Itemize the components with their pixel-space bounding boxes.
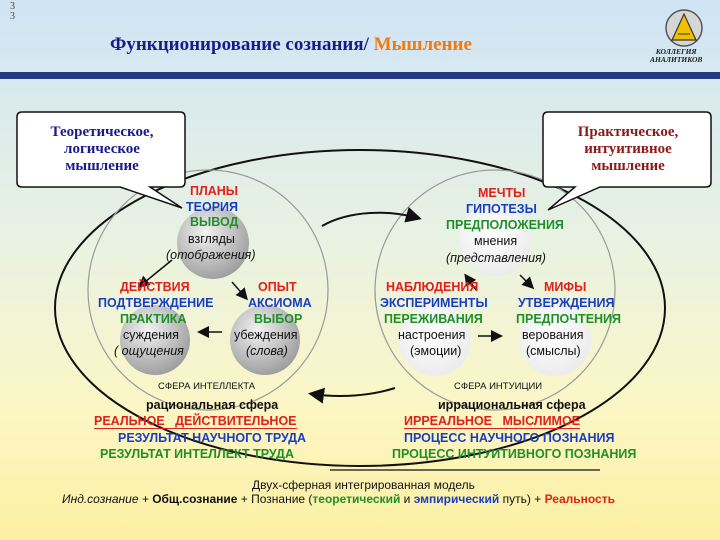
left-top-l2: ТЕОРИЯ: [186, 200, 239, 214]
right-sphere-label: СФЕРА ИНТУИЦИИ: [454, 381, 543, 392]
outer-ellipse: [54, 149, 666, 467]
left-top-l1: ПЛАНЫ: [190, 184, 239, 198]
right-top-l3: ПРЕДПОЛОЖЕНИЯ: [446, 218, 564, 232]
left-sphere-label: СФЕРА ИНТЕЛЛЕКТА: [158, 381, 256, 392]
right-right-l1: МИФЫ: [544, 280, 587, 294]
right-top-l2: ГИПОТЕЗЫ: [466, 202, 537, 216]
intuitive-process-line: ПРОЦЕСС ИНТУИТИВНОГО ПОЗНАНИЯ: [392, 447, 637, 461]
right-left-circle-word: настроения: [398, 328, 466, 342]
left-right-circle-word: убеждения: [234, 328, 298, 342]
right-left-circle-sub: (эмоции): [410, 344, 462, 358]
logo-caption: КОЛЛЕГИЯ АНАЛИТИКОВ: [650, 47, 703, 64]
left-right-circle-sub: (слова): [246, 344, 288, 358]
right-right-circle-word: верования: [522, 328, 584, 342]
header-rule: [0, 72, 720, 79]
left-right-l3: ВЫБОР: [254, 312, 303, 326]
right-left-circle: [399, 304, 471, 376]
title-prefix: Функционирование сознания/: [110, 34, 374, 55]
left-right-circle: [230, 305, 300, 375]
arrow-left-top-to-right: [231, 281, 248, 301]
left-left-l2: ПОДТВЕРЖДЕНИЕ: [98, 296, 214, 310]
right-right-circle-sub: (смыслы): [526, 344, 581, 358]
right-top-circle: [459, 204, 531, 276]
left-left-circle-sub: ( ощущения: [114, 344, 184, 358]
left-top-circle-word: взгляды: [188, 232, 235, 246]
right-right-l3: ПРЕДПОЧТЕНИЯ: [516, 312, 622, 326]
scientific-result-line: РЕЗУЛЬТАТ НАУЧНОГО ТРУДА: [118, 431, 307, 445]
page-title: Функционирование сознания/ Мышление: [110, 34, 472, 56]
arrow-intellect-to-intuition: [321, 207, 422, 227]
arrow-intuition-to-intellect: [308, 387, 396, 404]
left-sphere: [87, 169, 329, 411]
arrow-left-top-to-left: [137, 259, 173, 288]
right-left-l2: ЭКСПЕРИМЕНТЫ: [380, 296, 488, 310]
formula-line: Инд.сознание + Общ.сознание + Познание (…: [62, 492, 615, 506]
left-top-circle-sub: (отображения): [166, 248, 256, 262]
right-right-l2: УТВЕРЖДЕНИЯ: [518, 296, 615, 310]
right-bubble: [542, 111, 712, 211]
right-left-l1: НАБЛЮДЕНИЯ: [386, 280, 479, 294]
corner-number: 3 3: [10, 1, 15, 22]
left-bubble: [16, 111, 186, 209]
right-left-l3: ПЕРЕЖИВАНИЯ: [384, 312, 483, 326]
left-left-l3: ПРАКТИКА: [120, 312, 187, 326]
right-top-circle-word: мнения: [474, 234, 518, 248]
scientific-process-line: ПРОЦЕСС НАУЧНОГО ПОЗНАНИЯ: [404, 431, 615, 445]
left-top-circle: [177, 207, 249, 279]
right-top-circle-sub: (представления): [446, 251, 546, 265]
logo-icon: [665, 9, 703, 47]
left-left-circle-word: суждения: [123, 328, 179, 342]
left-left-l1: ДЕЙСТВИЯ: [120, 280, 190, 294]
right-top-l1: МЕЧТЫ: [478, 186, 526, 200]
irrational-sphere-label: иррациональная сфера: [438, 398, 586, 412]
title-suffix: Мышление: [373, 34, 472, 55]
right-sphere: [374, 169, 616, 411]
left-bubble-text: Теоретическое, логическое мышление: [50, 124, 154, 174]
model-caption: Двух-сферная интегрированная модель: [252, 478, 475, 492]
unreal-thinkable-line: ИРРЕАЛЬНОЕ МЫСЛИМОЕ: [404, 414, 581, 429]
left-right-l1: ОПЫТ: [258, 280, 297, 294]
left-right-l2: АКСИОМА: [248, 296, 312, 310]
left-left-circle: [120, 305, 190, 375]
real-actual-line: РЕАЛЬНОЕ ДЕЙСТВИТЕЛЬНОЕ: [94, 414, 297, 429]
left-top-l3: ВЫВОД: [190, 215, 239, 229]
arrow-right-left-to-top: [464, 273, 477, 291]
right-right-circle: [519, 304, 591, 376]
rational-sphere-label: рациональная сфера: [146, 398, 279, 412]
right-bubble-text: Практическое, интуитивное мышление: [577, 124, 679, 174]
arrow-right-top-to-right: [519, 274, 535, 290]
intellect-result-line: РЕЗУЛЬТАТ ИНТЕЛЛЕКТ ТРУДА: [100, 447, 294, 461]
